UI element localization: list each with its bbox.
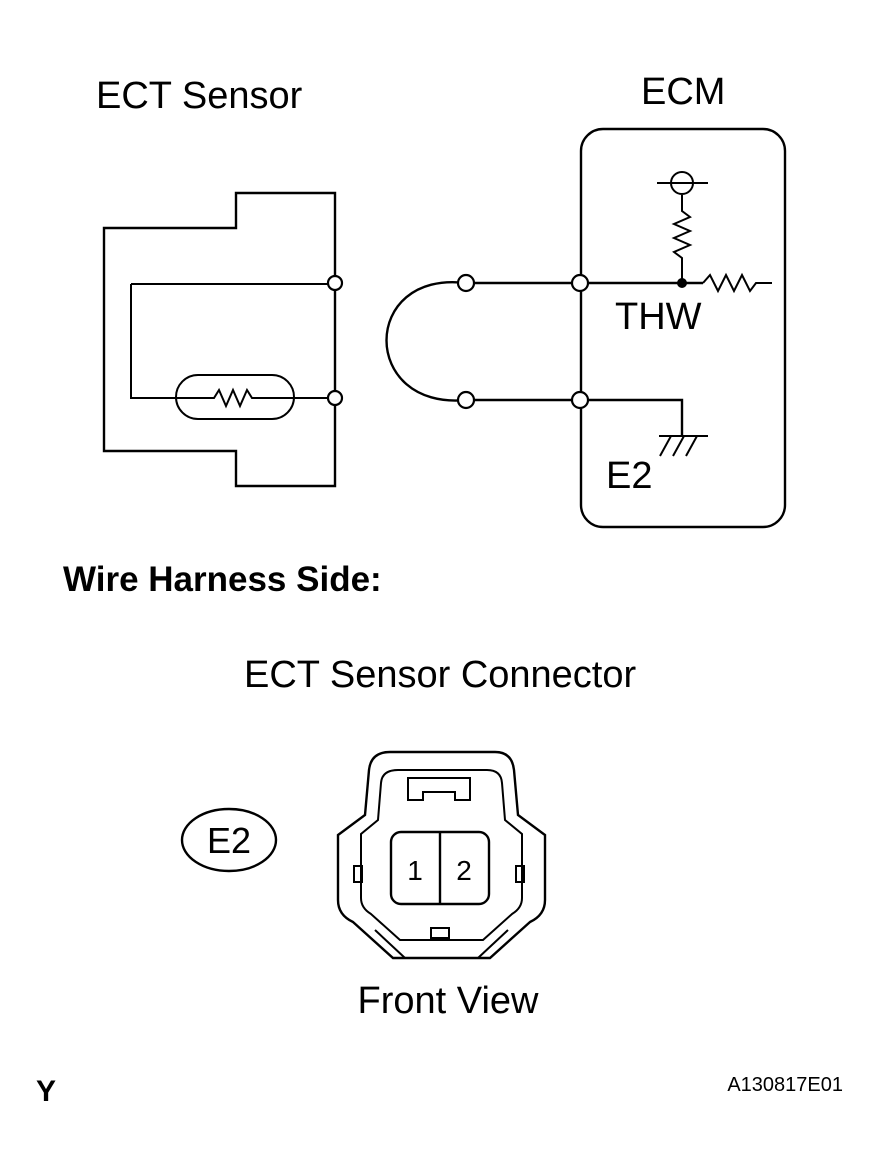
ecm-terminal-thw — [570, 273, 590, 293]
figure-id: A130817E01 — [727, 1074, 843, 1096]
harness-wire — [385, 280, 580, 402]
connector-front-view — [336, 750, 547, 960]
pin-2-label: 2 — [456, 855, 472, 886]
connector-code-badge: E2 — [180, 807, 278, 873]
e2-ground-label: E2 — [606, 455, 652, 497]
harness-terminal-upper — [456, 273, 476, 293]
ect-sensor-label: ECT Sensor — [96, 75, 303, 117]
ecm-box — [579, 127, 787, 529]
ecm-terminal-e2 — [570, 390, 590, 410]
ecm-label: ECM — [641, 71, 725, 113]
thw-circuit — [580, 195, 772, 294]
front-view-label: Front View — [358, 980, 539, 1022]
e2-ground — [580, 398, 708, 457]
pin-1-label: 1 — [407, 855, 423, 886]
thw-label: THW — [615, 296, 702, 338]
ect-sensor-body — [102, 191, 337, 488]
section-title: Wire Harness Side: — [63, 560, 382, 599]
connector-title: ECT Sensor Connector — [244, 654, 636, 696]
sensor-terminal-e2 — [326, 389, 344, 407]
corner-code: Y — [36, 1075, 56, 1108]
voltage-source-icon — [657, 171, 708, 195]
thermistor-element — [130, 283, 335, 420]
connector-code-label: E2 — [207, 820, 251, 861]
sensor-terminal-thw — [326, 274, 344, 292]
harness-terminal-lower — [456, 390, 476, 410]
junction-dot — [677, 278, 687, 288]
